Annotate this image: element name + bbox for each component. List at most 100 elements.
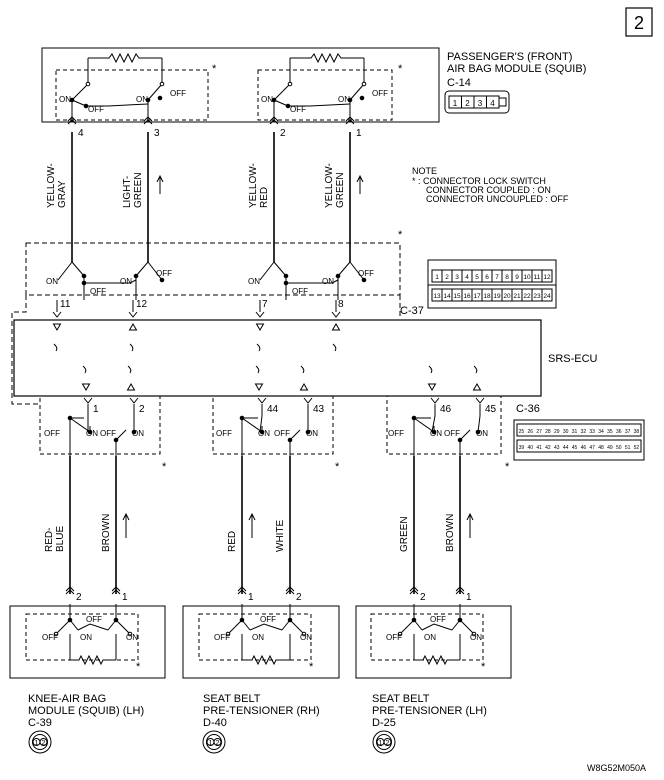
lock-switch-blade [349, 83, 365, 101]
connector-chevron [430, 397, 440, 404]
c36-face-pin-32: 32 [581, 429, 587, 435]
c36-face-pin-44: 44 [563, 445, 569, 451]
c36-face-pin-33: 33 [589, 429, 595, 435]
srs-ecu-label: SRS-ECU [548, 353, 598, 365]
switch-off-label: OFF [290, 105, 306, 114]
junction-dot [259, 429, 265, 435]
lock-switch-bypass [86, 103, 149, 107]
seatbelt-lh-name-line1: SEAT BELT [372, 693, 430, 705]
c37-face-pin-21: 21 [513, 293, 521, 300]
lock-switch-star: * [505, 461, 510, 473]
note-line2: CONNECTOR COUPLED : ON [426, 185, 551, 195]
passenger-module-connector-id: C-14 [447, 77, 471, 89]
switch-off-label: OFF [372, 89, 388, 98]
lock-switch-blade [115, 619, 131, 635]
switch-on-label: ON [424, 633, 436, 642]
page-number: 2 [634, 13, 644, 33]
connector-chevron [67, 119, 77, 125]
seatbelt-rh-lock-box [198, 613, 312, 661]
switch-contact [301, 631, 307, 637]
ecu-outline-left [11, 295, 40, 405]
switch-on-label: ON [132, 429, 144, 438]
c14-pin-3: 3 [478, 99, 483, 108]
lock-switch-blade [71, 261, 85, 277]
connector-chevron [409, 589, 419, 595]
seatbelt-rh-name-line1: SEAT BELT [203, 693, 261, 705]
c37-face-pin-8: 8 [505, 274, 509, 281]
switch-on-label: ON [59, 95, 71, 104]
lock-switch-star: * [136, 661, 141, 673]
c37-face-pin-2: 2 [445, 274, 449, 281]
c36-pin-46: 46 [440, 404, 452, 415]
seatbelt-rh-name-line2: PRE-TENSIONER (RH) [203, 705, 320, 717]
switch-on-label: ON [252, 633, 264, 642]
c37-face-pin-5: 5 [475, 274, 479, 281]
switch-on-label: ON [300, 633, 312, 642]
switch-contact [127, 631, 133, 637]
c36-left-lock-box [39, 395, 161, 455]
lock-switch-contact [147, 261, 163, 281]
junction-dot [359, 95, 365, 101]
c36-face-pin-35: 35 [607, 429, 613, 435]
lock-switch-contact [57, 261, 73, 281]
switch-contact [287, 81, 293, 87]
switch-on-label: ON [136, 95, 148, 104]
knee-airbag-module-box [9, 605, 166, 679]
c37-face-pin-7: 7 [495, 274, 499, 281]
squib-resistor [414, 654, 460, 666]
round-connector-icon [372, 730, 396, 754]
lower-wire-color: GREEN [399, 516, 410, 552]
upper-wire-color-line1: YELLOW- [324, 163, 335, 208]
c36-pin-2: 2 [139, 404, 145, 415]
internal-wire-break [332, 343, 337, 352]
ecu-terminal-marker [52, 323, 62, 331]
switch-off-label: OFF [388, 429, 404, 438]
c14-pin-2: 2 [465, 99, 470, 108]
ecu-terminal-marker [299, 383, 309, 391]
c36-pin-1: 1 [93, 404, 99, 415]
round-connector-pin-1: 1 [379, 740, 383, 747]
lower-wire-color: WHITE [275, 519, 286, 552]
junction-dot [239, 617, 245, 623]
ecu-terminal-marker [331, 323, 341, 331]
connector-chevron [143, 116, 153, 122]
c37-face-pin-22: 22 [523, 293, 531, 300]
lock-switch-star: * [335, 461, 340, 473]
switch-off-label: OFF [444, 429, 460, 438]
connector-chevron [67, 116, 77, 122]
switch-on-label: ON [338, 95, 350, 104]
internal-wire-break [428, 365, 433, 374]
c36-face-pin-45: 45 [572, 445, 578, 451]
ecu-terminal-marker [255, 323, 265, 331]
c14-connector-face [444, 90, 510, 114]
connector-chevron [303, 397, 313, 404]
ecu-terminal-marker [81, 383, 91, 391]
internal-wire-break [53, 343, 58, 352]
internal-wire-break [473, 365, 478, 374]
connector-chevron [285, 586, 295, 592]
lock-switch-contact [289, 429, 301, 441]
lock-switch-blade [71, 83, 89, 101]
lock-switch-bypass [286, 279, 339, 284]
connector-chevron [52, 311, 62, 318]
passenger-pin-2: 2 [280, 128, 286, 139]
internal-wire-break [129, 343, 134, 352]
c37-pin-7: 7 [262, 299, 268, 310]
round-connector-pin [39, 738, 48, 746]
current-arrow-head [356, 174, 364, 183]
seatbelt-rh-connector-id: D-40 [203, 717, 227, 729]
passenger-pin-1: 1 [356, 128, 362, 139]
upper-wire-color-line2: GREEN [335, 172, 346, 208]
c36-face-pin-40: 40 [527, 445, 533, 451]
switch-contact [471, 631, 477, 637]
switch-on-label: ON [430, 429, 442, 438]
connector-chevron [143, 119, 153, 125]
connector-chevron [285, 589, 295, 595]
srs-ecu-box [13, 319, 542, 397]
lock-switch-star: * [309, 661, 314, 673]
connector-chevron [345, 119, 355, 125]
seatbelt-lh-name-line2: PRE-TENSIONER (LH) [372, 705, 487, 717]
lock-switch-contact [349, 261, 365, 281]
c36-face-pin-31: 31 [572, 429, 578, 435]
junction-dot [159, 277, 165, 283]
